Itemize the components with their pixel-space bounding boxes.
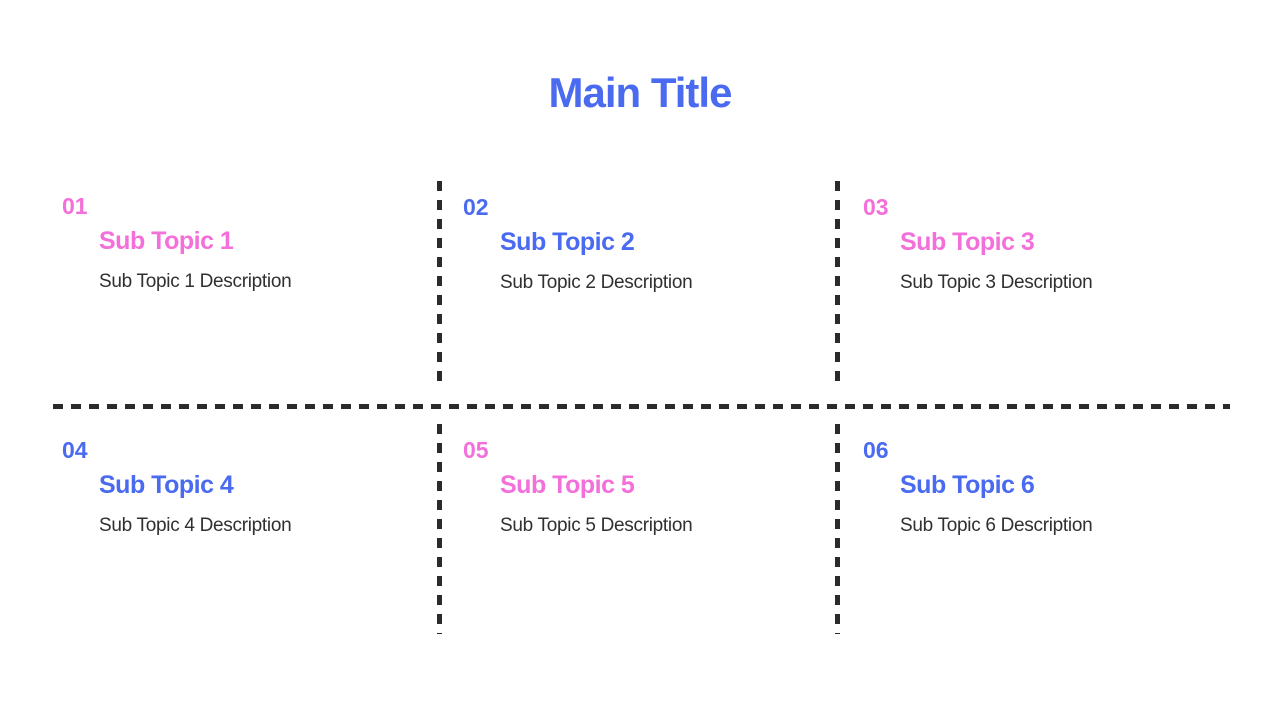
topic-title: Sub Topic 6	[900, 471, 1035, 500]
topic-description: Sub Topic 6 Description	[900, 514, 1093, 536]
topic-title: Sub Topic 1	[99, 227, 234, 256]
topic-number: 03	[863, 194, 889, 220]
main-title: Main Title	[548, 69, 733, 117]
topic-description: Sub Topic 1 Description	[99, 270, 292, 292]
topic-title: Sub Topic 3	[900, 228, 1035, 257]
vertical-divider-bottom-right	[835, 424, 840, 634]
topic-title: Sub Topic 4	[99, 471, 234, 500]
vertical-divider-top-right	[835, 181, 840, 388]
horizontal-divider-dashed	[53, 404, 1230, 409]
topic-number: 04	[62, 437, 88, 463]
topic-number: 01	[62, 193, 88, 219]
topic-title: Sub Topic 2	[500, 228, 635, 257]
topic-cell-3: 03 Sub Topic 3 Sub Topic 3 Description	[863, 195, 1223, 293]
topic-cell-5: 05 Sub Topic 5 Sub Topic 5 Description	[463, 438, 823, 536]
topic-description: Sub Topic 5 Description	[500, 514, 693, 536]
topic-number: 06	[863, 437, 889, 463]
vertical-divider-bottom-left	[437, 424, 442, 634]
topic-description: Sub Topic 2 Description	[500, 271, 693, 293]
topic-number: 02	[463, 194, 489, 220]
topic-cell-4: 04 Sub Topic 4 Sub Topic 4 Description	[62, 438, 422, 536]
vertical-divider-top-left	[437, 181, 442, 388]
topic-description: Sub Topic 4 Description	[99, 514, 292, 536]
topic-number: 05	[463, 437, 489, 463]
topic-cell-2: 02 Sub Topic 2 Sub Topic 2 Description	[463, 195, 823, 293]
topic-cell-6: 06 Sub Topic 6 Sub Topic 6 Description	[863, 438, 1223, 536]
topic-title: Sub Topic 5	[500, 471, 635, 500]
topic-cell-1: 01 Sub Topic 1 Sub Topic 1 Description	[62, 194, 422, 292]
topic-description: Sub Topic 3 Description	[900, 271, 1093, 293]
